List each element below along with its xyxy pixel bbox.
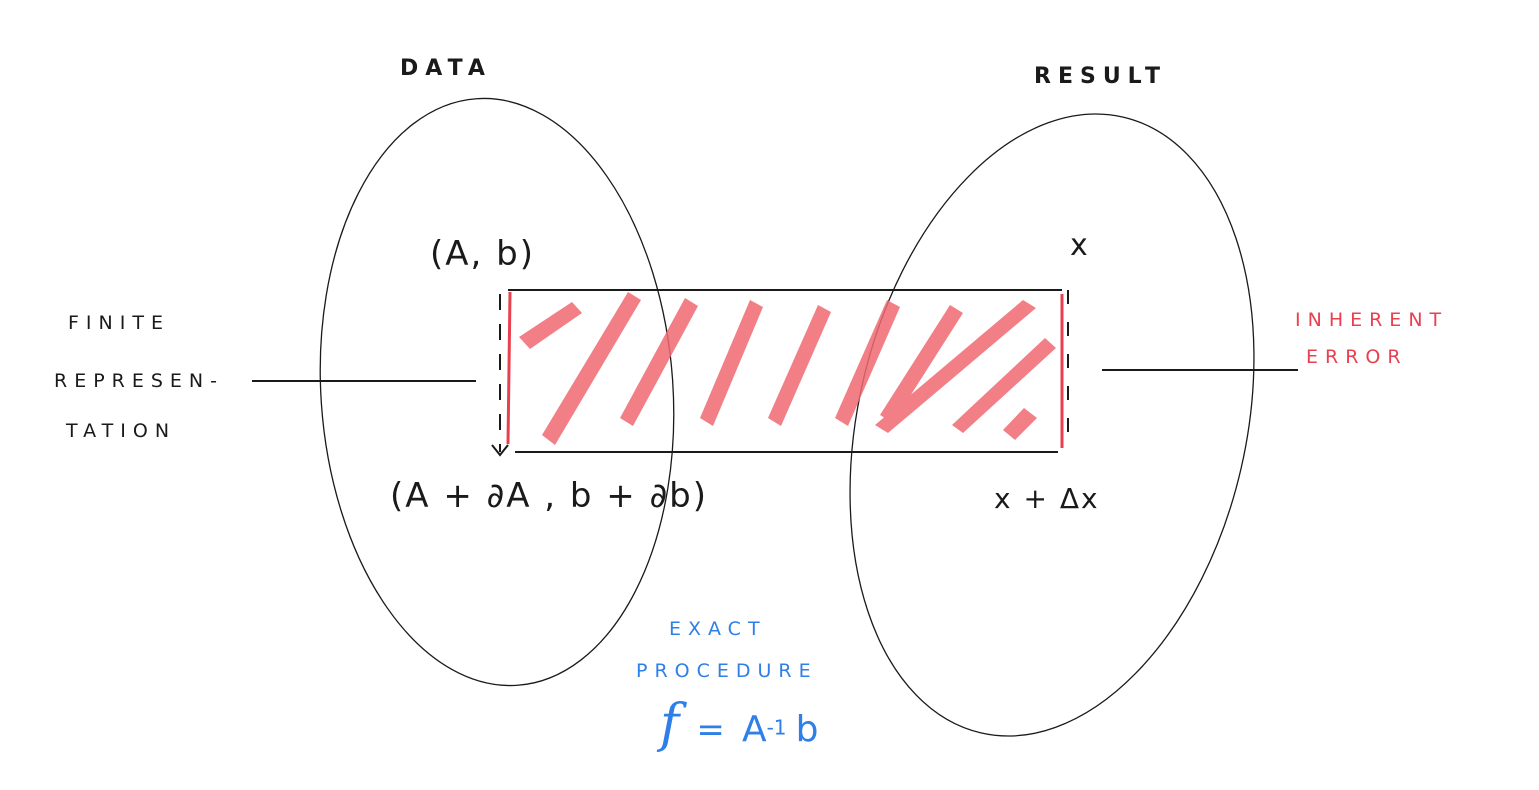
finite-representation-line2: REPRESEN- — [54, 370, 225, 392]
formula-b: b — [795, 709, 819, 750]
formula-A: A — [741, 709, 767, 750]
inherent-error-line1: INHERENT — [1295, 309, 1449, 331]
finite-representation-line1: FINITE — [68, 312, 170, 334]
formula-exponent: -1 — [766, 715, 787, 740]
data-set-ellipse — [319, 97, 675, 687]
arrow-head — [491, 444, 509, 457]
formula-equals: = — [696, 710, 725, 750]
hatch-stripe — [1003, 408, 1037, 440]
output-exact-label: x — [1070, 228, 1090, 263]
result-set-ellipse — [849, 113, 1255, 737]
hatch-stripe — [880, 305, 963, 423]
hatch-stripe — [519, 302, 582, 349]
hatch-stripe — [700, 300, 763, 426]
finite-representation-line3: TATION — [66, 420, 177, 442]
hatch-stripe — [620, 298, 698, 426]
hatch-stripe — [835, 300, 900, 426]
data-title: DATA — [400, 56, 492, 81]
input-perturbed-label: (A + ∂A , b + ∂b) — [390, 476, 709, 516]
inherent-error-line2: ERROR — [1306, 346, 1408, 368]
exact-procedure-line1: EXACT — [669, 618, 767, 640]
input-error-bar — [506, 291, 512, 445]
procedure-formula: f = A-1 b — [660, 694, 818, 754]
hatch-region — [519, 292, 1056, 445]
input-exact-label: (A, b) — [430, 234, 535, 274]
formula-f: f — [660, 694, 680, 754]
output-perturbed-label: x + Δx — [994, 482, 1100, 515]
exact-procedure-line2: PROCEDURE — [636, 660, 818, 682]
hatch-stripe — [875, 300, 1036, 433]
hatch-stripe — [768, 305, 831, 426]
result-title: RESULT — [1034, 64, 1168, 89]
hatch-stripe — [542, 292, 641, 445]
hatch-stripe — [952, 338, 1056, 433]
